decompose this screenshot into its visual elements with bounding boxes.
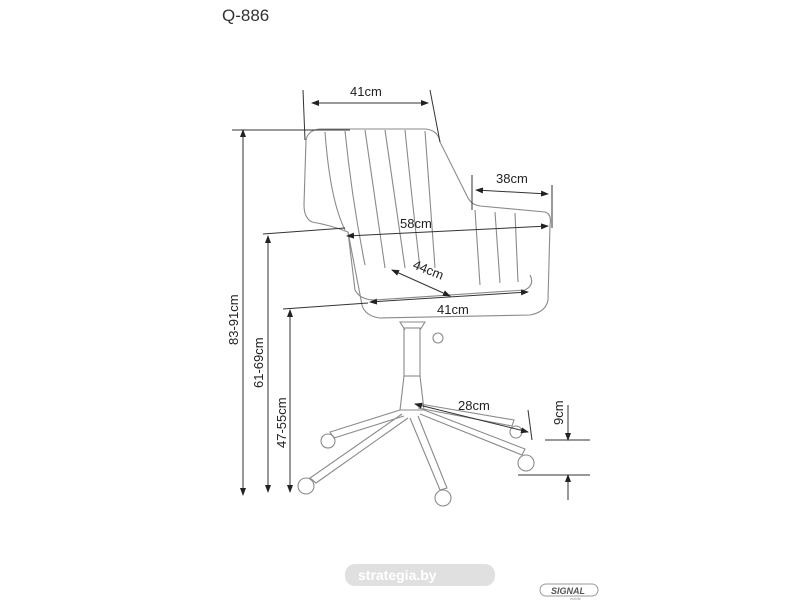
- dimension-total-height: 83-91cm: [226, 129, 350, 496]
- dimension-armrest-depth: 38cm: [471, 171, 553, 228]
- svg-text:SIGNAL: SIGNAL: [551, 586, 585, 596]
- dimension-total-width: 58cm: [262, 216, 549, 239]
- brand-logo: SIGNAL meble: [539, 583, 599, 600]
- adjust-lever: [432, 332, 444, 344]
- svg-text:47-55cm: 47-55cm: [274, 397, 289, 448]
- svg-text:strategia.by: strategia.by: [358, 567, 437, 583]
- svg-text:61-69cm: 61-69cm: [251, 337, 266, 388]
- svg-text:meble: meble: [570, 596, 582, 600]
- svg-text:9cm: 9cm: [551, 400, 566, 425]
- dimension-seat-width: 41cm: [282, 289, 529, 317]
- svg-text:28cm: 28cm: [458, 398, 490, 413]
- dimension-armrest-height: 61-69cm: [251, 235, 271, 493]
- gas-lift: [403, 327, 421, 377]
- dimension-seat-height: 47-55cm: [274, 309, 293, 493]
- svg-text:44cm: 44cm: [411, 257, 446, 283]
- star-base: [309, 403, 526, 491]
- svg-text:58cm: 58cm: [400, 216, 432, 231]
- dimension-backrest-width: 41cm: [302, 84, 441, 143]
- svg-text:38cm: 38cm: [496, 171, 528, 186]
- watermark: strategia.by: [345, 564, 495, 586]
- svg-text:41cm: 41cm: [350, 84, 382, 99]
- product-title: Q-886: [222, 6, 269, 25]
- dimension-seat-depth: 44cm: [391, 257, 451, 297]
- dimension-base-radius: 28cm: [414, 398, 533, 441]
- dimension-caster-height: 9cm: [518, 400, 590, 500]
- svg-text:83-91cm: 83-91cm: [226, 294, 241, 345]
- svg-text:41cm: 41cm: [437, 302, 469, 317]
